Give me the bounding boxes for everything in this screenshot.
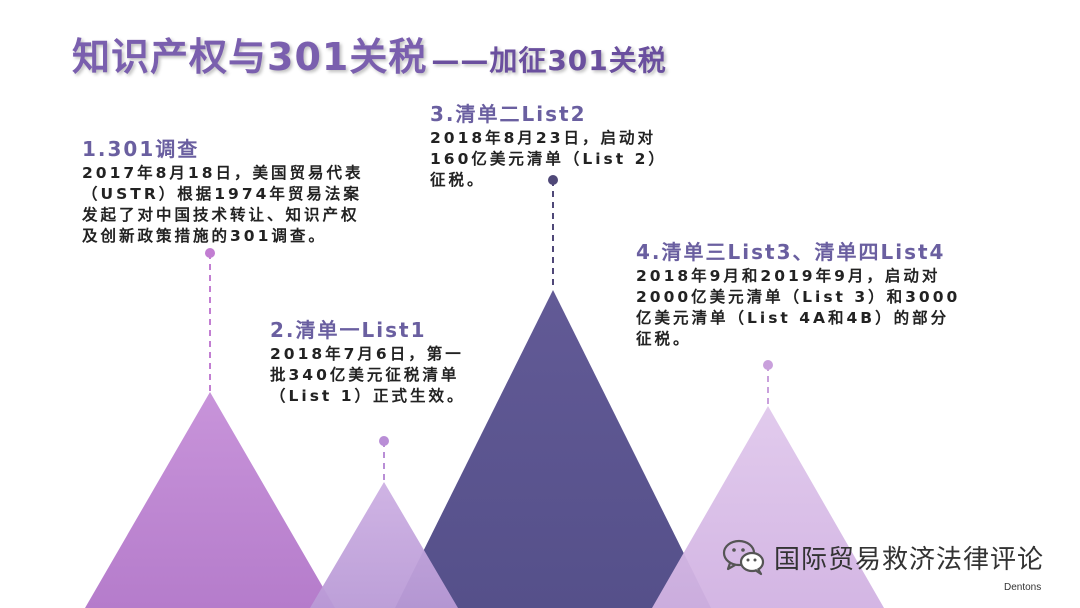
step-2-line: 2018年7月6日，第一 [270, 345, 464, 363]
step-3: 3.清单二List2 2018年8月23日，启动对 160亿美元清单（List … [430, 102, 700, 191]
step-4-line: 亿美元清单（List 4A和4B）的部分 [636, 309, 950, 327]
step-1-heading: 1.301调查 [82, 137, 200, 161]
title-sub: ——加征301关税 [431, 44, 667, 77]
step-2-heading: 2.清单一List1 [270, 318, 427, 342]
step-1-line: 及创新政策措施的301调查。 [82, 227, 327, 245]
step-2-body: 2018年7月6日，第一 批340亿美元征税清单 （List 1）正式生效。 [270, 344, 505, 407]
pin-2 [379, 436, 389, 482]
mountain-2 [310, 482, 458, 608]
pin-3 [548, 175, 558, 290]
step-2-line: 批340亿美元征税清单 [270, 366, 460, 384]
pin-1 [205, 248, 215, 392]
step-1-body: 2017年8月18日，美国贸易代表 （USTR）根据1974年贸易法案 发起了对… [82, 163, 412, 247]
step-4-line: 2018年9月和2019年9月，启动对 [636, 267, 941, 285]
wechat-icon [722, 539, 765, 576]
step-2-line: （List 1）正式生效。 [270, 387, 466, 405]
step-4-body: 2018年9月和2019年9月，启动对 2000亿美元清单（List 3）和30… [636, 266, 1016, 350]
step-1-line: 2017年8月18日，美国贸易代表 [82, 164, 364, 182]
step-1-line: 发起了对中国技术转让、知识产权 [82, 206, 360, 224]
step-4-line: 征税。 [636, 330, 692, 348]
page-title: 知识产权与301关税——加征301关税 [72, 26, 667, 81]
mountain-3 [395, 290, 711, 608]
step-4: 4.清单三List3、清单四List4 2018年9月和2019年9月，启动对 … [636, 240, 1016, 350]
step-4-heading: 4.清单三List3、清单四List4 [636, 240, 946, 264]
step-3-body: 2018年8月23日，启动对 160亿美元清单（List 2） 征税。 [430, 128, 700, 191]
watermark: 国际贸易救济法律评论 [722, 538, 1044, 576]
step-1-line: （USTR）根据1974年贸易法案 [82, 185, 362, 203]
step-2: 2.清单一List1 2018年7月6日，第一 批340亿美元征税清单 （Lis… [270, 318, 505, 407]
pin-4 [763, 360, 773, 406]
brand-label: Dentons [1004, 582, 1042, 593]
mountain-4 [652, 406, 884, 608]
step-3-line: 160亿美元清单（List 2） [430, 150, 667, 168]
step-3-heading: 3.清单二List2 [430, 102, 587, 126]
mountain-1 [85, 392, 335, 608]
title-main: 知识产权与301关税 [72, 35, 428, 79]
step-3-line: 征税。 [430, 171, 486, 189]
step-4-line: 2000亿美元清单（List 3）和3000 [636, 288, 961, 306]
step-1: 1.301调查 2017年8月18日，美国贸易代表 （USTR）根据1974年贸… [82, 137, 412, 247]
watermark-text: 国际贸易救济法律评论 [774, 544, 1045, 575]
step-3-line: 2018年8月23日，启动对 [430, 129, 656, 147]
